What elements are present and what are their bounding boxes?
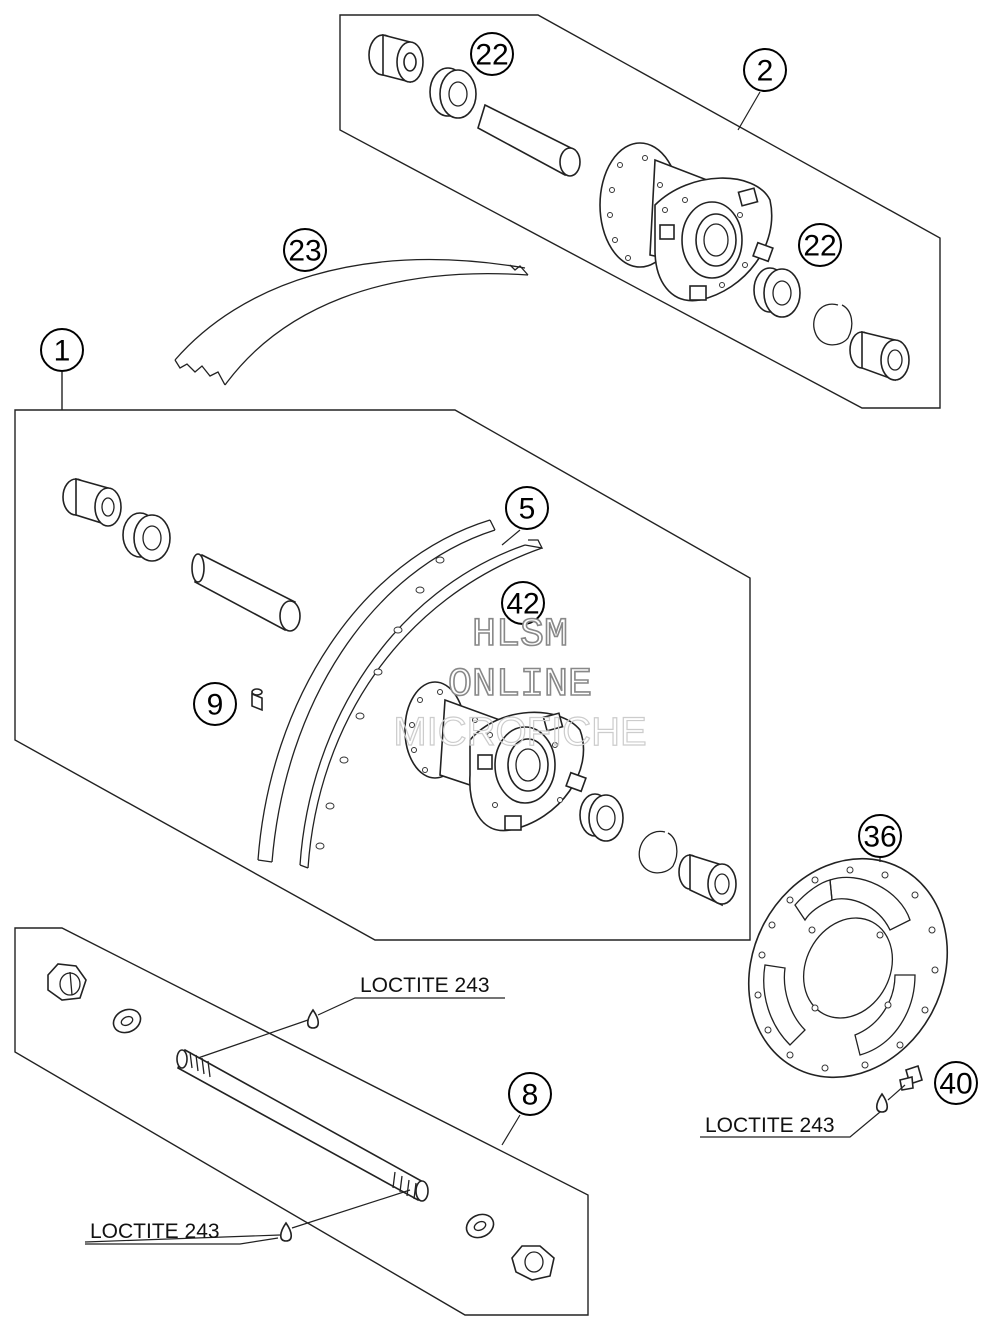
callout-8: 8 — [508, 1072, 552, 1116]
callout-label: 22 — [475, 39, 508, 72]
washer-part — [465, 1213, 495, 1239]
nut-part — [47, 963, 87, 1001]
callout-label: 36 — [863, 821, 896, 854]
callout-label: 9 — [207, 689, 224, 722]
callout-label: 23 — [288, 235, 321, 268]
spoke-nipple-part — [251, 688, 263, 712]
callout-label: 40 — [939, 1068, 972, 1101]
callout-1: 1 — [40, 328, 84, 372]
callout-40: 40 — [934, 1061, 978, 1105]
rim-band-part — [174, 258, 529, 386]
sleeve-part — [477, 103, 581, 177]
bearing-part — [753, 267, 801, 318]
callout-9: 9 — [193, 682, 237, 726]
callout-label: 2 — [757, 55, 774, 88]
loctite-drop-icon — [875, 1092, 889, 1113]
watermark-line: MICROFICHE — [393, 710, 646, 754]
watermark: HLSM ONLINE MICROFICHE — [393, 612, 648, 754]
spacer-part — [678, 853, 737, 907]
wheel-assembly-panel — [14, 372, 751, 941]
bearing-part — [122, 512, 171, 562]
watermark-line: ONLINE — [448, 663, 592, 708]
loctite-note: LOCTITE 243 — [90, 1220, 220, 1243]
axle-part — [176, 1048, 429, 1202]
spacer-part — [62, 477, 122, 527]
callout-5: 5 — [505, 486, 549, 530]
callout-22-right: 22 — [798, 223, 842, 267]
bearing-part — [429, 67, 477, 119]
loctite-drop-icon — [279, 1221, 293, 1242]
rim-part — [257, 519, 544, 869]
callout-23: 23 — [283, 228, 327, 272]
circlip-part — [813, 303, 853, 346]
circlip-part — [638, 830, 678, 874]
callout-label: 1 — [54, 335, 71, 368]
callout-label: 5 — [519, 493, 536, 526]
hub-part — [404, 681, 587, 832]
callout-label: 8 — [522, 1079, 539, 1112]
hub-part — [599, 142, 774, 302]
callout-42: 42 — [501, 581, 545, 625]
callout-22-top: 22 — [470, 32, 514, 76]
loctite-drop-icon — [306, 1008, 320, 1029]
callout-label: 42 — [506, 588, 539, 621]
callout-2: 2 — [743, 48, 787, 92]
loctite-note: LOCTITE 243 — [360, 974, 490, 997]
nut-part — [511, 1245, 555, 1281]
loctite-note: LOCTITE 243 — [705, 1114, 835, 1137]
callout-36: 36 — [858, 814, 902, 858]
brake-disc-part — [747, 857, 949, 1079]
spacer-part — [368, 33, 424, 84]
watermark-line: HLSM — [472, 613, 568, 658]
washer-part — [112, 1008, 142, 1034]
sleeve-part — [191, 553, 301, 632]
hub-assembly-panel — [339, 14, 941, 409]
axle-assembly-panel — [14, 927, 589, 1316]
screw-part — [899, 1064, 923, 1091]
spacer-part — [849, 330, 910, 382]
callout-label: 22 — [803, 230, 836, 263]
bearing-part — [579, 793, 624, 842]
